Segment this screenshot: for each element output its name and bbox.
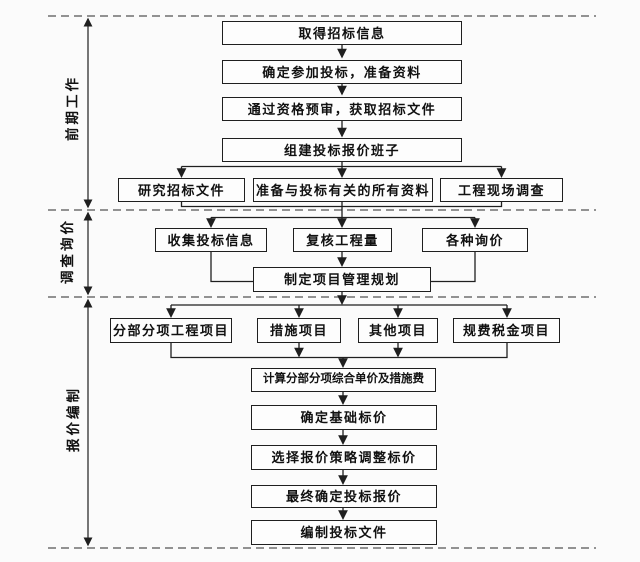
node-select-strategy-adjust-price: 选择报价策略调整标价: [251, 445, 437, 470]
node-calculate-composite-unit-price-and-measure-fees: 计算分部分项综合单价及措施费: [251, 368, 436, 392]
node-decide-to-bid-prepare-materials: 确定参加投标，准备资料: [222, 60, 462, 84]
section-divider-lines: [48, 15, 596, 549]
node-finalize-bid-price: 最终确定投标报价: [251, 485, 437, 508]
node-divisional-work-items: 分部分项工程项目: [110, 318, 232, 343]
connector-lines: [166, 45, 512, 520]
node-measure-items: 措施项目: [257, 318, 341, 343]
node-project-management-plan: 制定项目管理规划: [253, 267, 431, 292]
section-label-quotation-preparation: 报价编制: [66, 386, 81, 452]
node-prepare-all-bid-related-materials: 准备与投标有关的所有资料: [253, 178, 433, 202]
section-label-survey-inquiry: 调查询价: [60, 218, 75, 284]
node-study-bid-documents: 研究招标文件: [118, 178, 245, 202]
node-collect-bid-info: 收集投标信息: [155, 228, 267, 252]
node-various-price-inquiries: 各种询价: [422, 228, 528, 252]
node-compile-bid-documents: 编制投标文件: [251, 520, 437, 545]
node-pass-prequalification-get-documents: 通过资格预审，获取招标文件: [222, 97, 462, 121]
node-verify-work-quantities: 复核工程量: [293, 228, 392, 252]
node-fees-and-taxes-items: 规费税金项目: [453, 318, 560, 343]
node-form-bid-pricing-team: 组建投标报价班子: [222, 138, 462, 162]
node-determine-base-bid-price: 确定基础标价: [251, 405, 437, 430]
section-label-preliminary-work: 前期工作: [65, 75, 80, 141]
node-obtain-bid-info: 取得招标信息: [222, 21, 462, 45]
node-project-site-investigation: 工程现场调查: [440, 178, 563, 202]
node-other-items: 其他项目: [358, 318, 438, 343]
